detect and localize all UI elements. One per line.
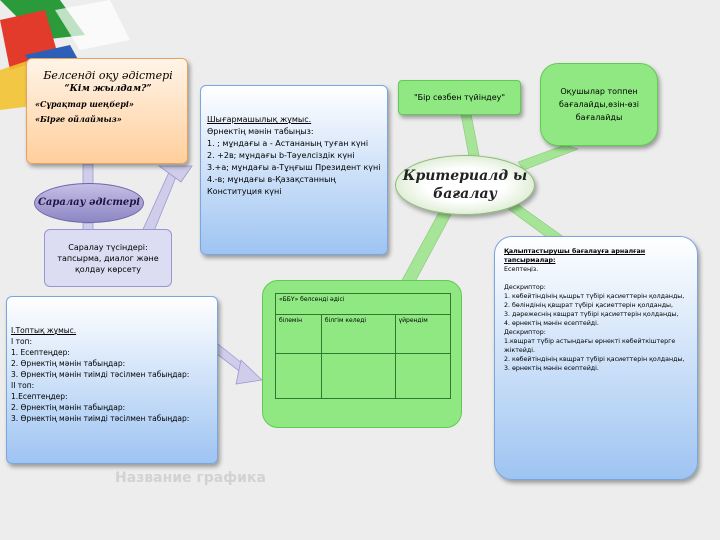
active-methods-box: Белсенді оқу әдістері “Кім жылдам?” «Сұр… xyxy=(26,58,188,164)
kwl-column-header: үйрендім xyxy=(394,314,452,354)
peer-assessment-text: Оқушылар топпен бағалайды,өзін-өзі бағал… xyxy=(559,87,639,122)
differentiation-types-text: Саралау түсіндері: тапсырма, диалог және… xyxy=(57,242,159,274)
differentiation-types-box: Саралау түсіндері: тапсырма, диалог және… xyxy=(44,229,172,287)
peer-assessment-box: Оқушылар топпен бағалайды,өзін-өзі бағал… xyxy=(540,63,658,146)
creative-work-line: 2. +2в; мұндағы b-Тәуелсіздік күні xyxy=(207,151,355,160)
one-word-summary-box: "Бір сөзбен түйіндеу" xyxy=(398,80,521,115)
arrowhead-right xyxy=(235,359,263,385)
group-work-line: 1. Есептеңдер: xyxy=(11,348,70,357)
formative-line: Дескриптор: xyxy=(504,329,546,336)
connector-methods-to-oval xyxy=(82,163,94,185)
kwl-table: «ББҮ» белсенді әдісі білемін білгім келе… xyxy=(275,293,452,399)
kwl-column-header: білемін xyxy=(275,314,322,354)
formative-line: 2. көбейтіндінің квщрат түбірі қасиеттер… xyxy=(504,356,685,363)
formative-line: 3. дәрежеснің квщрат түбірі қасиеттерін … xyxy=(504,311,679,318)
formative-line: Есептеңіз. xyxy=(504,266,539,273)
group-work-line: 2. Өрнектің мәнін табыңдар: xyxy=(11,359,126,368)
formative-line: 1. көбейтіндінің қьщрьт түбірі қасиеттер… xyxy=(504,293,685,300)
methods-title: Белсенді оқу әдістері xyxy=(43,69,173,82)
group-work-line: 2. Өрнектің мәнін табыңдар: xyxy=(11,403,126,412)
chart-title-placeholder: Название графика xyxy=(115,470,266,486)
arrowhead-up xyxy=(157,165,193,183)
criteria-assessment-oval: Критериалд ы бағалау xyxy=(395,155,535,215)
kwl-column-header: білгім келеді xyxy=(320,314,396,354)
group-work-line: І топ: xyxy=(11,337,32,346)
criteria-assessment-label: Критериалд ы бағалау xyxy=(402,168,528,202)
formative-line: 4. өрнектің мәнін есептейді. xyxy=(504,320,599,327)
creative-work-line: Өрнектің мәнін табыңыз: xyxy=(207,127,314,136)
formative-line: Дескриптор: xyxy=(504,284,546,291)
kwl-cell xyxy=(275,353,322,399)
formative-assessment-box: Қалыптастырушы бағалауға арналған тапсыр… xyxy=(494,236,698,480)
kwl-header: «ББҮ» белсенді әдісі xyxy=(275,293,451,315)
group-work-line: 1.Есептеңдер: xyxy=(11,392,68,401)
group-work-heading: І.Топтық жұмыс. xyxy=(11,326,77,335)
creative-work-line: 1. ; мұндағы a - Астананың туған күні xyxy=(207,139,369,148)
group-work-line: ІІ топ: xyxy=(11,381,35,390)
differentiation-oval: Саралау әдістері xyxy=(34,183,144,223)
methods-subtitle: “Кім жылдам?” xyxy=(64,84,152,94)
methods-item: «Сұрақтар шеңбері» xyxy=(35,99,134,109)
formative-heading: Қалыптастырушы бағалауға арналған тапсыр… xyxy=(504,248,646,264)
creative-work-heading: Шығармашылық жұмыс. xyxy=(207,115,312,124)
formative-line: 1.квщрат түбір астындағы өрнекті көбейтк… xyxy=(504,338,676,354)
formative-line: 2. бөліндінің қвщрат түбірі қасиеттерін … xyxy=(504,302,674,309)
creative-work-line: 3.+a; мұндағы a-Тұңғыш Президент күні xyxy=(207,163,381,172)
creative-work-box: Шығармашылық жұмыс. Өрнектің мәнін табың… xyxy=(200,85,388,255)
kwl-box: «ББҮ» белсенді әдісі білемін білгім келе… xyxy=(262,280,462,428)
methods-item: «Бірге ойлаймыз» xyxy=(35,114,122,124)
kwl-cell xyxy=(394,353,452,399)
one-word-summary-text: "Бір сөзбен түйіндеу" xyxy=(413,93,506,102)
creative-work-line: Конституция күні xyxy=(207,187,282,196)
formative-line xyxy=(504,274,691,283)
creative-work-line: 4.-в; мұндағы в-Қазақстанның xyxy=(207,175,336,184)
connector-criteria-to-grid xyxy=(400,204,454,283)
group-work-box: І.Топтық жұмыс. І топ: 1. Есептеңдер: 2.… xyxy=(6,296,218,464)
group-work-line: 3. Өрнектің мәнін тиімді тәсілмен табыңд… xyxy=(11,414,190,423)
group-work-line: 3. Өрнектің мәнін тиімді тәсілмен табыңд… xyxy=(11,370,190,379)
differentiation-label: Саралау әдістері xyxy=(37,197,141,208)
kwl-cell xyxy=(320,353,396,399)
formative-line: 3. өрнектің мәнін есептейді. xyxy=(504,365,599,372)
